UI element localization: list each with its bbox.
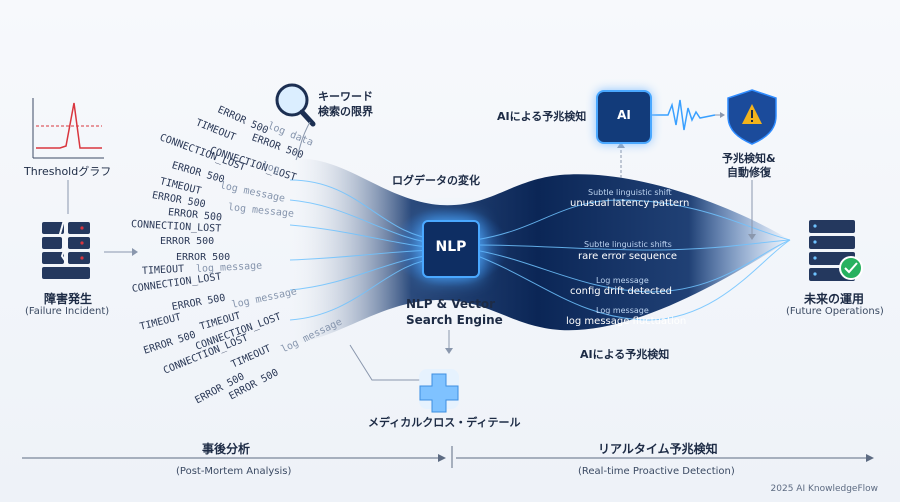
footer-credit: 2025 AI KnowledgeFlow: [770, 484, 878, 494]
stream-note: Subtle linguistic shift: [588, 188, 672, 197]
ai-detect-label-top: AIによる予兆検知: [497, 110, 587, 123]
stream-note: Log message: [596, 306, 649, 315]
timeline-left-subtitle: (Post-Mortem Analysis): [176, 466, 292, 477]
broken-server-icon: [42, 219, 90, 279]
threshold-label: Thresholdグラフ: [24, 165, 112, 178]
future-title: 未来の運用: [804, 292, 865, 306]
stream-note: Subtle linguistic shifts: [584, 240, 672, 249]
stream-signal: rare error sequence: [578, 251, 678, 262]
log-word: TIMEOUT: [141, 263, 185, 277]
timeline-left-title: 事後分析: [202, 442, 251, 456]
spike-line: [36, 102, 102, 149]
signal-wave: [652, 99, 716, 131]
incident-title: 障害発生: [44, 292, 93, 306]
nlp-chip-label: NLP: [435, 239, 467, 255]
alert-label-line1: 予兆検知&: [722, 152, 776, 165]
timeline-right-title: リアルタイム予兆検知: [598, 442, 718, 456]
ai-detect-label-bottom: AIによる予兆検知: [580, 348, 670, 361]
log-change-label: ログデータの変化: [392, 174, 480, 187]
log-word: ERROR 500: [160, 236, 215, 247]
stream-signal: unusual latency pattern: [570, 198, 690, 209]
nlp-chip: NLP: [422, 220, 480, 278]
future-subtitle: (Future Operations): [786, 306, 884, 317]
keyword-label-line2: 検索の限界: [318, 105, 373, 118]
threshold-chart: [32, 98, 104, 159]
timeline-right-subtitle: (Real-time Proactive Detection): [578, 466, 735, 477]
ai-box-label: AI: [617, 108, 631, 122]
data-ribbon: [285, 158, 790, 345]
medical-cross-icon: [419, 369, 459, 413]
server-ok-icon: [809, 220, 863, 281]
magnifier-icon: [275, 83, 316, 127]
keyword-label-line1: キーワード: [318, 90, 373, 103]
engine-label-line1: NLP & Vector: [406, 297, 496, 311]
engine-label-line2: Search Engine: [406, 313, 503, 327]
stream-note: Log message: [596, 276, 649, 285]
stream-signal: config drift detected: [570, 286, 672, 297]
ai-brain-icon: AI: [596, 90, 652, 144]
medical-cross-label: メディカルクロス・ディテール: [368, 416, 521, 429]
timeline: [22, 446, 874, 468]
stream-signal: log message fluctuation: [566, 316, 687, 327]
shield-warning-icon: [727, 89, 777, 145]
log-word: ERROR 500: [176, 252, 231, 263]
incident-subtitle: (Failure Incident): [25, 306, 110, 317]
alert-label-line2: 自動修復: [727, 166, 771, 179]
